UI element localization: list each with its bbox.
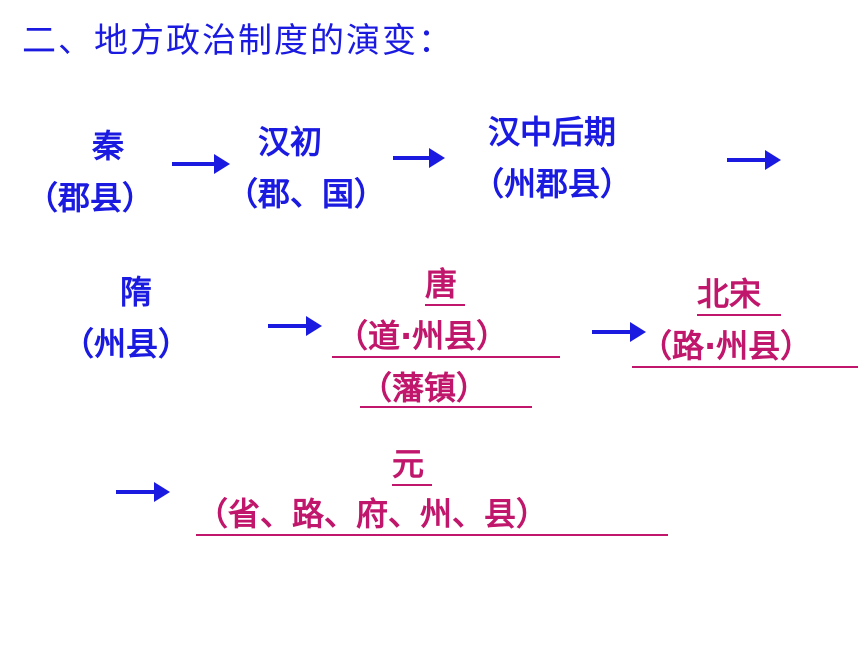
stage-name-han-late: 汉中后期 <box>488 113 617 151</box>
right-arrow-icon <box>393 148 445 168</box>
tang-system-underline <box>332 356 560 358</box>
stage-system-tang: （道·州县） <box>336 317 509 355</box>
stage-name-sui: 隋 <box>120 273 153 311</box>
stage-system-han-early: （郡、国） <box>226 175 387 213</box>
stage-name-yuan: 元 <box>392 445 425 483</box>
northern-song-underline <box>697 314 781 316</box>
right-arrow-icon <box>592 322 646 342</box>
page-title: 二、地方政治制度的演变： <box>22 21 454 61</box>
yuan-system-underline <box>196 534 668 536</box>
stage-system-han-late: （州郡县） <box>472 165 633 203</box>
right-arrow-icon <box>116 482 170 502</box>
tang-extra-underline <box>360 406 532 408</box>
northern-song-system-underline <box>632 366 858 368</box>
right-arrow-icon <box>727 150 781 170</box>
stage-name-han-early: 汉初 <box>258 123 323 161</box>
tang-underline <box>425 304 465 306</box>
stage-system-sui: （州县） <box>62 325 191 363</box>
stage-system-northern-song: （路·州县） <box>640 327 813 365</box>
right-arrow-icon <box>172 154 230 174</box>
stage-name-northern-song: 北宋 <box>697 275 762 313</box>
right-arrow-icon <box>268 316 322 336</box>
yuan-underline <box>392 484 432 486</box>
stage-system-yuan: （省、路、府、州、县） <box>196 495 549 533</box>
stage-name-qin: 秦 <box>91 127 124 165</box>
stage-system-qin: （郡县） <box>26 179 155 217</box>
stage-extra-tang: （藩镇） <box>360 369 489 407</box>
stage-name-tang: 唐 <box>425 265 458 303</box>
